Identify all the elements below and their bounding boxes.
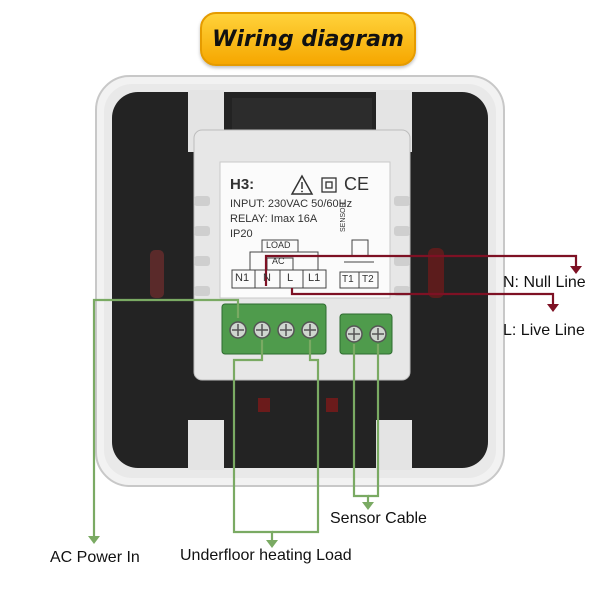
load-wire-right [272,340,320,534]
underfloor-load-label: Underfloor heating Load [180,547,352,564]
sensor-label: SENSOR [340,202,347,232]
input-rating: INPUT: 230VAC 50/60Hz [230,198,353,210]
live-line-wire [290,288,555,306]
spec-label-plate [219,161,391,299]
null-line-wire [264,254,578,286]
terminal-n1: N1 [235,272,250,284]
ac-power-in-wire [92,298,240,538]
terminal-l1: L1 [308,272,321,284]
load-wire-left [232,340,274,542]
diagram-title: Wiring diagram [212,26,404,52]
terminal-t1: T1 [342,274,354,285]
null-line-label: N: Null Line [503,274,586,291]
ce-mark: CE [344,174,370,194]
model-label: H3: [230,176,255,193]
relay-rating: RELAY: Imax 16A [230,213,318,225]
ac-power-in-label: AC Power In [50,549,140,566]
live-wires [264,254,582,312]
live-line-label: L: Live Line [503,322,585,339]
sensor-cable-label: Sensor Cable [330,510,427,527]
terminal-n: N [263,272,271,284]
ac-label: AC [272,256,285,266]
green-wires [88,298,380,548]
warning-triangle-icon [290,174,314,195]
diagram-title-badge: Wiring diagram [200,12,416,66]
load-label: LOAD [266,240,291,250]
terminal-t2: T2 [362,274,374,285]
double-insulation-icon [321,177,337,193]
sensor-wire-left [352,344,370,504]
power-terminal-block [221,303,327,355]
ip-rating: IP20 [230,228,253,240]
terminal-l: L [287,272,294,284]
sensor-wire-right [368,344,380,498]
